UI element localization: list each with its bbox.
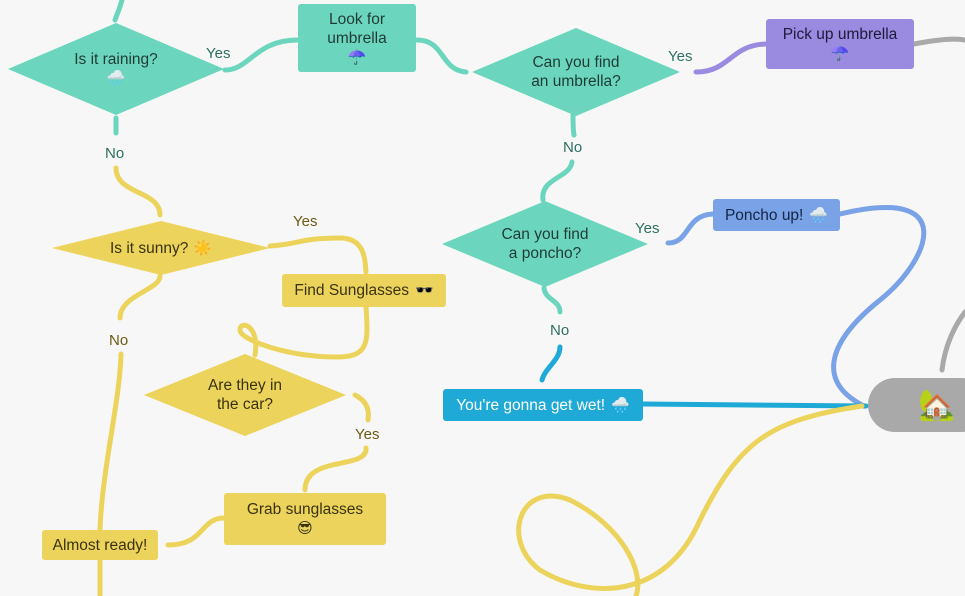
sun-icon: ☀️ bbox=[193, 239, 213, 257]
diamond-shape bbox=[144, 354, 346, 436]
rain-cloud-icon: 🌧️ bbox=[809, 206, 829, 224]
action-text: You're gonna get wet! bbox=[456, 396, 606, 414]
edge-label-yes: Yes bbox=[355, 426, 380, 443]
diamond-shape bbox=[8, 23, 224, 115]
decision-text-line2: a poncho? bbox=[508, 245, 582, 262]
connector-wet-to-home bbox=[640, 401, 869, 409]
connector-poncho-no bbox=[541, 285, 563, 315]
connector-car-yes bbox=[352, 392, 371, 423]
action-text-line2: umbrella bbox=[327, 29, 387, 47]
connector-gray-home-top bbox=[939, 309, 965, 373]
terminal-home[interactable]: 🏡 bbox=[868, 378, 965, 432]
decision-is-it-sunny[interactable]: Is it sunny? ☀️ bbox=[52, 221, 270, 275]
connector-sunny-yes bbox=[267, 235, 369, 275]
decision-text-line1: Are they in bbox=[207, 377, 283, 394]
connector-no-to-almost bbox=[97, 351, 124, 533]
decision-text-line1: Can you find bbox=[501, 226, 589, 243]
decision-is-it-raining[interactable]: Is it raining? 🌧️ bbox=[8, 23, 224, 115]
edge-label-yes: Yes bbox=[293, 213, 318, 230]
connector-no-to-poncho bbox=[540, 159, 575, 203]
connector-grab-to-almost bbox=[165, 515, 227, 548]
connector-look-to-find bbox=[414, 37, 469, 75]
edge-label-yes: Yes bbox=[206, 45, 231, 62]
connector-top-in bbox=[112, 0, 125, 23]
connector-sunglasses-to-car bbox=[237, 303, 370, 360]
edge-label-yes: Yes bbox=[668, 48, 693, 65]
diamond-shape bbox=[52, 221, 270, 275]
diamond-shape bbox=[442, 201, 648, 287]
edge-label-no: No bbox=[105, 145, 125, 162]
cool-face-icon: 😎 bbox=[297, 520, 313, 537]
house-icon: 🏡 bbox=[918, 388, 956, 422]
edge-label-no: No bbox=[550, 322, 570, 339]
decision-find-umbrella[interactable]: Can you find an umbrella? bbox=[472, 28, 680, 116]
umbrella-icon: ☂️ bbox=[830, 45, 850, 62]
action-look-for-umbrella[interactable]: Look for umbrella ☂️ bbox=[298, 4, 416, 72]
decision-text-line2: the car? bbox=[216, 396, 273, 413]
connector-raining-yes bbox=[222, 37, 301, 73]
connector-poncho-yes bbox=[665, 211, 716, 246]
edge-label-no: No bbox=[109, 332, 129, 349]
decision-in-the-car[interactable]: Are they in the car? bbox=[144, 354, 346, 436]
edge-label-yes: Yes bbox=[635, 220, 660, 237]
umbrella-icon: ☂️ bbox=[347, 48, 367, 66]
connector-no-to-wet bbox=[539, 344, 563, 383]
action-text-line1: Look for bbox=[328, 10, 385, 28]
action-text: Pick up umbrella bbox=[782, 26, 898, 43]
decision-text: Is it sunny? bbox=[109, 239, 189, 257]
connector-sunny-no bbox=[117, 273, 163, 321]
action-get-wet[interactable]: You're gonna get wet! 🌧️ bbox=[443, 389, 643, 421]
action-almost-ready[interactable]: Almost ready! bbox=[42, 530, 158, 560]
sunglasses-icon: 🕶️ bbox=[414, 282, 434, 299]
action-text: Find Sunglasses bbox=[294, 282, 409, 299]
action-grab-sunglasses[interactable]: Grab sunglasses 😎 bbox=[224, 493, 386, 545]
action-find-sunglasses[interactable]: Find Sunglasses 🕶️ bbox=[282, 274, 446, 307]
action-text: Almost ready! bbox=[52, 536, 148, 554]
decision-text-line2: an umbrella? bbox=[531, 73, 621, 90]
action-text: Grab sunglasses bbox=[246, 501, 364, 518]
connector-home-loop bbox=[516, 403, 865, 596]
connector-umbrella-yes bbox=[693, 41, 769, 75]
action-pick-up-umbrella[interactable]: Pick up umbrella ☂️ bbox=[766, 19, 914, 69]
decision-find-poncho[interactable]: Can you find a poncho? bbox=[442, 201, 648, 287]
action-poncho-up[interactable]: Poncho up! 🌧️ bbox=[713, 199, 840, 231]
connector-yes-to-grab bbox=[302, 445, 369, 493]
connector-find-umbrella-no bbox=[570, 112, 577, 138]
decision-text: Is it raining? bbox=[74, 51, 158, 68]
decision-text-line1: Can you find bbox=[532, 54, 620, 71]
edge-label-no: No bbox=[563, 139, 583, 156]
connector-pick-to-home bbox=[911, 36, 965, 47]
diamond-shape bbox=[472, 28, 680, 116]
rain-cloud-icon: 🌧️ bbox=[611, 396, 630, 414]
action-text: Poncho up! bbox=[724, 206, 804, 224]
rain-cloud-icon: 🌧️ bbox=[106, 70, 126, 87]
connector-no-to-sunny bbox=[113, 165, 163, 218]
connector-poncho-to-home bbox=[831, 205, 927, 408]
